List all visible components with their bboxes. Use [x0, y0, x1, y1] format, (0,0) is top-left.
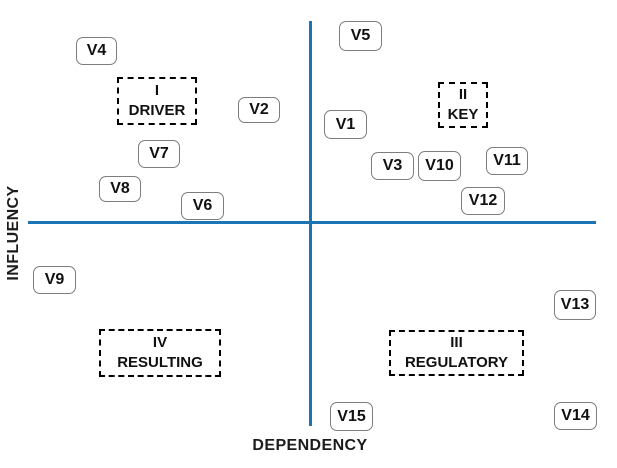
quadrant-numeral: I — [154, 82, 160, 99]
quadrant-box-resulting: IV RESULTING — [99, 329, 221, 377]
quadrant-numeral: IV — [152, 334, 168, 351]
variable-label: V8 — [110, 180, 130, 197]
variable-label: V7 — [149, 145, 169, 162]
variable-box-v12: V12 — [461, 187, 505, 215]
variable-label: V11 — [493, 152, 521, 169]
quadrant-box-regulatory: III REGULATORY — [389, 330, 524, 376]
quadrant-numeral: II — [458, 86, 468, 103]
variable-box-v5: V5 — [339, 21, 382, 51]
variable-box-v1: V1 — [324, 110, 367, 139]
variable-label: V13 — [560, 296, 590, 313]
x-axis-line — [28, 220, 596, 224]
y-axis-label: INFLUENCY — [5, 185, 22, 281]
variable-box-v2: V2 — [238, 97, 280, 123]
variable-label: V12 — [468, 192, 498, 209]
variable-box-v4: V4 — [76, 37, 117, 65]
y-axis-line — [309, 21, 312, 426]
x-axis-label: DEPENDENCY — [252, 437, 368, 454]
variable-box-v10: V10 — [418, 151, 461, 181]
quadrant-name: RESULTING — [117, 354, 203, 371]
variable-box-v8: V8 — [99, 176, 141, 202]
variable-box-v6: V6 — [181, 192, 224, 220]
quadrant-box-driver: I DRIVER — [117, 77, 197, 125]
variable-box-v11: V11 — [486, 147, 528, 175]
variable-label: V5 — [350, 27, 371, 44]
variable-label: V10 — [425, 157, 454, 174]
quadrant-box-key: II KEY — [438, 82, 488, 128]
variable-label: V1 — [335, 115, 356, 133]
variable-label: V15 — [337, 407, 366, 425]
variable-box-v15: V15 — [330, 402, 373, 431]
variable-box-v7: V7 — [138, 140, 180, 168]
variable-box-v3: V3 — [371, 152, 414, 180]
variable-box-v14: V14 — [554, 402, 597, 430]
quadrant-name: KEY — [447, 106, 479, 123]
variable-label: V9 — [44, 271, 65, 288]
variable-box-v13: V13 — [554, 290, 596, 320]
variable-label: V3 — [382, 157, 403, 174]
quadrant-numeral: III — [450, 334, 463, 351]
variable-label: V2 — [249, 101, 269, 118]
quadrant-name: REGULATORY — [404, 354, 509, 371]
variable-label: V4 — [86, 42, 107, 59]
variable-label: V14 — [561, 407, 590, 424]
quadrant-name: DRIVER — [128, 102, 186, 119]
variable-label: V6 — [192, 197, 213, 214]
variable-box-v9: V9 — [33, 266, 76, 294]
